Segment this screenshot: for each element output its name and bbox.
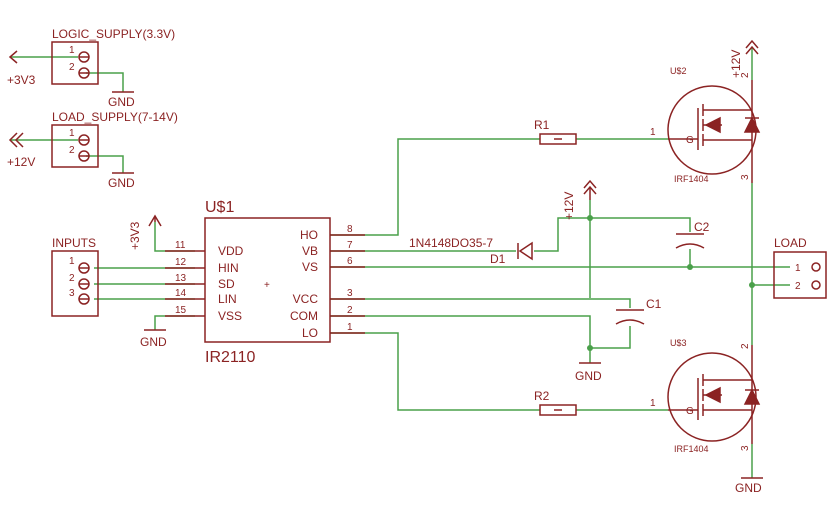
junction-dot	[687, 264, 693, 270]
inputs-connector: INPUTS 1 2 3	[51, 236, 99, 317]
pin-number: 2	[740, 72, 751, 78]
pin-number: 2	[69, 145, 75, 156]
ic-pin-name: VS	[302, 260, 318, 274]
gnd-symbol: GND	[735, 477, 763, 495]
junction-dot	[587, 215, 593, 221]
resistor-r2: R2	[534, 389, 577, 416]
junction-dot	[587, 345, 593, 351]
gnd-symbol: GND	[575, 362, 602, 383]
ic-pin-name: SD	[218, 277, 235, 291]
ic-pin-number: 2	[347, 305, 353, 316]
pin-number: 1	[795, 263, 801, 274]
ic-pin-name: COM	[290, 309, 318, 323]
d1-value-label: 1N4148DO35-7	[409, 236, 493, 250]
ic-pin-name: HO	[300, 228, 318, 242]
r2-label: R2	[534, 389, 550, 403]
ic-pin-number: 13	[175, 273, 187, 284]
gate-label: G	[686, 135, 694, 146]
supply-3v3-symbol: +3V3	[128, 214, 162, 250]
pin-number: 3	[69, 288, 75, 299]
d1-ref-label: D1	[490, 252, 506, 266]
ic-pin-name: VDD	[218, 244, 244, 258]
load-supply-connector: LOAD_SUPPLY(7-14V) 1 2	[51, 110, 178, 168]
pin-number: 2	[69, 62, 75, 73]
ic-pin-name: LO	[302, 326, 318, 340]
pin-number: 1	[69, 128, 75, 139]
load-connector: LOAD 1 2	[773, 236, 827, 299]
ic-pin-name: LIN	[218, 292, 237, 306]
ic-pin-name: HIN	[218, 261, 239, 275]
capacitor-c2: C2	[675, 220, 710, 249]
junctions	[587, 215, 755, 351]
c1-label: C1	[646, 297, 662, 311]
u2-gate-pin: 1	[650, 127, 656, 138]
pin-number: 2	[740, 343, 751, 349]
c2-label: C2	[694, 220, 710, 234]
ic-pin-number: 14	[175, 288, 187, 299]
ic-pin-number: 6	[347, 256, 353, 267]
ic-pin-number: 3	[347, 288, 353, 299]
supply-12v-label: +12V	[7, 155, 35, 169]
diode-d1: 1N4148DO35-7 D1	[409, 236, 533, 266]
supply-12v-symbol: +12V	[729, 39, 759, 78]
u2-value-label: IRF1404	[674, 174, 709, 184]
load-supply-label: LOAD_SUPPLY(7-14V)	[52, 110, 178, 124]
pin-number: 3	[740, 445, 751, 451]
supply-3v3-symbol: +3V3	[7, 50, 36, 87]
supply-12v-label: +12V	[562, 192, 576, 220]
r1-label: R1	[534, 118, 550, 132]
mosfet-u2: U$2 1 G IRF1404 2 3	[650, 66, 761, 184]
u2-ref-label: U$2	[670, 66, 687, 76]
u3-gate-pin: 1	[650, 398, 656, 409]
resistor-r1: R1	[534, 118, 577, 145]
u3-ref-label: U$3	[670, 338, 687, 348]
logic-supply-connector: LOGIC_SUPPLY(3.3V) 1 2	[51, 27, 175, 85]
ic-pin-number: 15	[175, 305, 187, 316]
junction-dot	[749, 282, 755, 288]
gnd-label: GND	[735, 481, 762, 495]
pin-number: 1	[69, 45, 75, 56]
ic-pin-name: VSS	[218, 309, 242, 323]
ic-ref-label: U$1	[205, 199, 234, 216]
ic-pin-name: VB	[302, 244, 318, 258]
supply-12v-symbol: +12V	[562, 179, 597, 220]
capacitor-c1: C1	[615, 297, 662, 325]
pin-number: 3	[740, 174, 751, 180]
u3-value-label: IRF1404	[674, 444, 709, 454]
gnd-label: GND	[140, 335, 167, 349]
inputs-label: INPUTS	[52, 236, 96, 250]
pin-number: 2	[795, 281, 801, 292]
gnd-label: GND	[108, 95, 135, 109]
logic-supply-label: LOGIC_SUPPLY(3.3V)	[52, 27, 175, 41]
mosfet-u3: U$3 1 G IRF1404 2 3	[650, 338, 761, 454]
ic-value-label: IR2110	[205, 349, 256, 366]
supply-3v3-label: +3V3	[7, 73, 36, 87]
supply-3v3-label: +3V3	[128, 221, 142, 250]
gnd-symbol: GND	[108, 172, 135, 190]
gnd-symbol: GND	[140, 329, 167, 349]
ic-pin-number: 1	[347, 322, 353, 333]
ic-pin-name: VCC	[293, 292, 319, 306]
gnd-label: GND	[108, 176, 135, 190]
ic-left-pins: 11 VDD 12 HIN 13 SD 14 LIN 15 VSS	[165, 240, 244, 323]
ic-pin-number: 11	[175, 240, 186, 251]
gnd-symbol: GND	[108, 91, 135, 109]
supply-12v-label: +12V	[729, 50, 743, 78]
pin-number: 1	[69, 256, 75, 267]
gnd-label: GND	[575, 369, 602, 383]
ic-pin-number: 12	[175, 257, 187, 268]
ic-pin-number: 7	[347, 240, 353, 251]
ic-origin-mark: +	[264, 280, 270, 291]
pin-number: 2	[69, 273, 75, 284]
ic-right-pins: 8 HO 7 VB 6 VS 3 VCC 2 COM 1 LO	[290, 224, 365, 340]
supply-12v-symbol: +12V	[7, 132, 35, 169]
load-label: LOAD	[774, 236, 807, 250]
ic-pin-number: 8	[347, 224, 353, 235]
gate-label: G	[686, 406, 694, 417]
